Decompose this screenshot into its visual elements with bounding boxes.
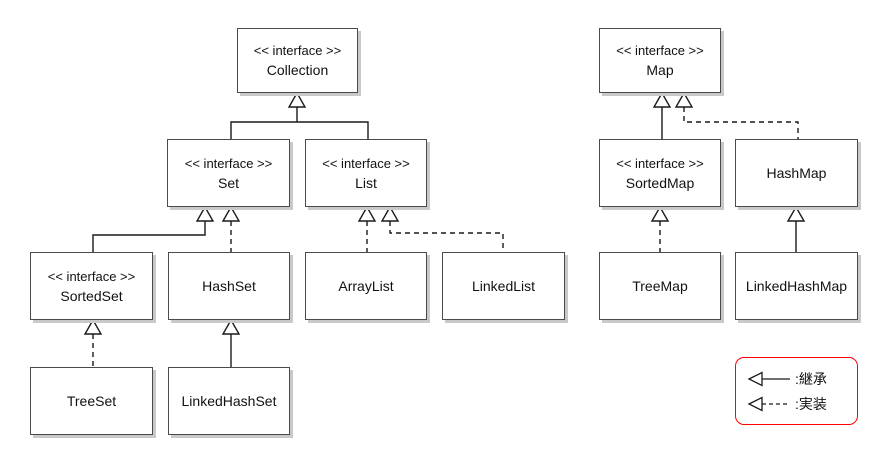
stereotype-label: << interface >>	[184, 155, 273, 171]
stereotype-label: << interface >>	[47, 268, 136, 284]
node-hashmap: HashMap	[735, 139, 858, 207]
arrowhead-map-right-icon	[674, 91, 694, 108]
stereotype-label: << interface >>	[322, 155, 410, 171]
arrowhead-hashset-icon	[221, 318, 241, 335]
arrowhead-set-left-icon	[195, 205, 215, 222]
arrowhead-sortedset-icon	[83, 318, 103, 335]
arrowhead-sortedmap-icon	[650, 205, 670, 222]
edge-linkedlist-to-list	[389, 221, 504, 252]
edge-set-list-to-collection	[230, 107, 369, 139]
stereotype-label: << interface >>	[616, 43, 704, 58]
class-name-label: LinkedList	[471, 278, 536, 294]
class-name-label: Map	[646, 62, 674, 78]
node-arraylist: ArrayList	[305, 252, 427, 320]
node-collection: << interface >> Collection	[237, 28, 358, 93]
node-set: << interface >> Set	[167, 139, 290, 207]
class-name-label: TreeSet	[66, 393, 117, 409]
edge-sortedset-to-set	[92, 221, 206, 252]
class-name-label: LinkedHashSet	[181, 393, 277, 409]
class-name-label: Set	[217, 174, 239, 191]
legend-implementation-label: :実装	[795, 395, 827, 412]
class-name-label: TreeMap	[632, 278, 688, 294]
arrowhead-collection-icon	[287, 91, 307, 108]
legend-row-implementation: :実装	[746, 395, 857, 412]
class-name-label: SortedSet	[60, 287, 123, 304]
legend: :継承 :実装	[735, 357, 858, 425]
class-name-label: Collection	[266, 62, 329, 78]
class-name-label: HashMap	[766, 165, 827, 181]
arrowhead-list-right-icon	[380, 205, 400, 222]
inheritance-arrow-icon	[747, 370, 790, 387]
class-name-label: SortedMap	[625, 174, 695, 191]
edge-hashmap-to-map	[683, 107, 799, 139]
class-name-label: ArrayList	[338, 278, 394, 294]
node-sortedset: << interface >> SortedSet	[30, 252, 153, 320]
node-map: << interface >> Map	[599, 28, 721, 93]
stereotype-label: << interface >>	[253, 43, 342, 58]
class-name-label: List	[355, 174, 377, 191]
node-treemap: TreeMap	[599, 252, 721, 320]
arrowhead-hashmap-icon	[786, 205, 806, 222]
arrowhead-map-left-icon	[652, 91, 672, 108]
arrowhead-list-left-icon	[357, 205, 377, 222]
class-name-label: HashSet	[202, 278, 256, 294]
class-name-label: LinkedHashMap	[745, 278, 848, 294]
node-treeset: TreeSet	[30, 367, 153, 435]
stereotype-label: << interface >>	[616, 155, 704, 171]
arrowhead-set-right-icon	[221, 205, 241, 222]
node-linkedhashmap: LinkedHashMap	[735, 252, 858, 320]
node-sortedmap: << interface >> SortedMap	[599, 139, 721, 207]
legend-row-inheritance: :継承	[746, 370, 857, 387]
node-linkedhashset: LinkedHashSet	[168, 367, 290, 435]
implementation-arrow-icon	[747, 395, 790, 412]
node-linkedlist: LinkedList	[442, 252, 565, 320]
node-list: << interface >> List	[305, 139, 427, 207]
legend-inheritance-label: :継承	[795, 370, 827, 387]
node-hashset: HashSet	[168, 252, 290, 320]
